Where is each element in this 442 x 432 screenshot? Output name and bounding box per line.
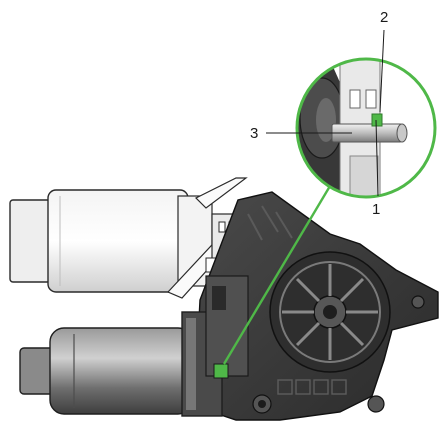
highlighted-sensor-square [213,363,229,379]
callout-2-leader [379,29,385,113]
mounting-hole-left-inner [258,400,266,408]
connector-slot [212,286,226,310]
worm-gear-rim [279,261,381,363]
reference-pin-a [218,221,226,233]
housing-ribs [247,205,293,241]
zoom-pin-left [349,89,361,109]
callout-label-3: 3 [250,125,258,142]
connector-region [205,275,249,379]
reference-motor-endcap [9,199,51,283]
drive-motor-flange-edge [186,318,196,410]
mounting-hole-right [367,395,385,413]
mounting-hole-tip [411,295,425,309]
worm-gear-spokes [282,264,378,360]
reference-motor-body [47,189,189,293]
drive-motor-body [49,327,193,415]
zoom-detail [295,57,437,199]
drive-motor [19,311,223,417]
callout-label-2: 2 [380,9,388,26]
callout-label-1: 1 [372,201,380,218]
zoom-leader-line [222,185,332,365]
callout-1-leader [375,119,379,197]
worm-gear-axle [323,305,337,319]
zoom-bearing-inner [316,98,336,142]
zoom-shaft-end [396,123,408,143]
gear-housing [195,191,439,421]
zoom-magnet-green [371,113,383,127]
zoom-pin-right [365,89,377,109]
reference-bracket-top [194,177,248,209]
callouts: 2 3 1 [250,9,388,218]
zoom-detail-ring [295,57,437,199]
zoom-lower-bracket [349,155,379,197]
housing-bottom-grille [277,379,347,395]
